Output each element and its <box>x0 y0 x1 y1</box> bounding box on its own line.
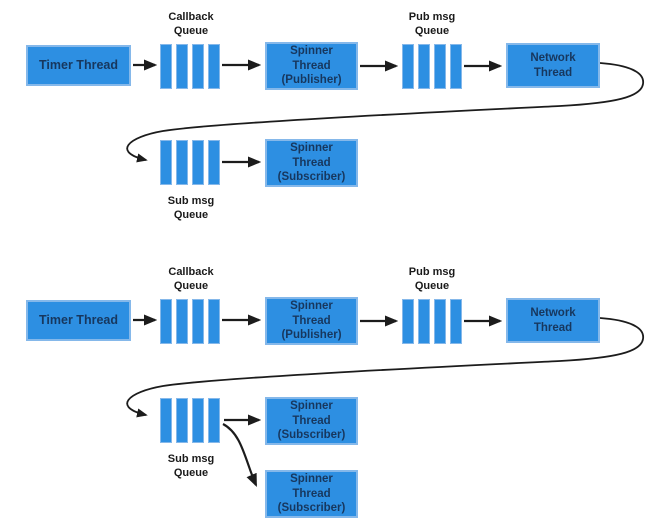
queue-slot <box>208 398 220 443</box>
queue-slot <box>208 299 220 344</box>
queue-slot <box>192 398 204 443</box>
queue-slot <box>192 44 204 89</box>
pub-msg-queue-label-2: Pub msg Queue <box>408 266 456 292</box>
spinner-publisher-box-2: Spinner Thread (Publisher) <box>265 297 358 345</box>
pub-msg-queue <box>402 44 462 89</box>
queue-slot <box>176 398 188 443</box>
queue-slot <box>192 140 204 185</box>
queue-slot <box>176 44 188 89</box>
queue-slot <box>160 299 172 344</box>
queue-slot <box>176 140 188 185</box>
callback-queue-label-2: Callback Queue <box>168 266 214 292</box>
queue-slot <box>450 44 462 89</box>
arrow-network-loop-to-sub-queue <box>126 62 644 163</box>
arrow-network-loop-to-sub-queue-2 <box>126 317 644 418</box>
queue-slot <box>192 299 204 344</box>
network-thread-box: Network Thread <box>506 43 600 88</box>
queue-slot <box>176 299 188 344</box>
callback-queue <box>160 44 220 89</box>
spinner-publisher-box: Spinner Thread (Publisher) <box>265 42 358 90</box>
queue-slot <box>208 44 220 89</box>
timer-thread-label: Timer Thread <box>39 312 118 327</box>
spinner-subscriber-box: Spinner Thread (Subscriber) <box>265 139 358 187</box>
spinner-subscriber-box-2: Spinner Thread (Subscriber) <box>265 470 358 518</box>
queue-slot <box>402 299 414 344</box>
callback-queue-label: Callback Queue <box>168 11 214 37</box>
spinner-subscriber-box-1: Spinner Thread (Subscriber) <box>265 397 358 445</box>
queue-slot <box>418 299 430 344</box>
sub-msg-queue-2 <box>160 398 220 443</box>
queue-slot <box>208 140 220 185</box>
queue-slot <box>160 44 172 89</box>
sub-msg-queue <box>160 140 220 185</box>
pub-msg-queue-2 <box>402 299 462 344</box>
timer-thread-label: Timer Thread <box>39 57 118 72</box>
arrow-sub-queue-to-subscriber-2 <box>222 423 258 488</box>
queue-slot <box>434 299 446 344</box>
queue-slot <box>450 299 462 344</box>
sub-msg-queue-label-2: Sub msg Queue <box>167 453 215 479</box>
queue-slot <box>160 140 172 185</box>
timer-thread-box: Timer Thread <box>26 45 131 86</box>
pub-msg-queue-label: Pub msg Queue <box>408 11 456 37</box>
queue-slot <box>402 44 414 89</box>
network-thread-box-2: Network Thread <box>506 298 600 343</box>
callback-queue-2 <box>160 299 220 344</box>
timer-thread-box-2: Timer Thread <box>26 300 131 341</box>
queue-slot <box>418 44 430 89</box>
queue-slot <box>160 398 172 443</box>
sub-msg-queue-label: Sub msg Queue <box>167 195 215 221</box>
queue-slot <box>434 44 446 89</box>
